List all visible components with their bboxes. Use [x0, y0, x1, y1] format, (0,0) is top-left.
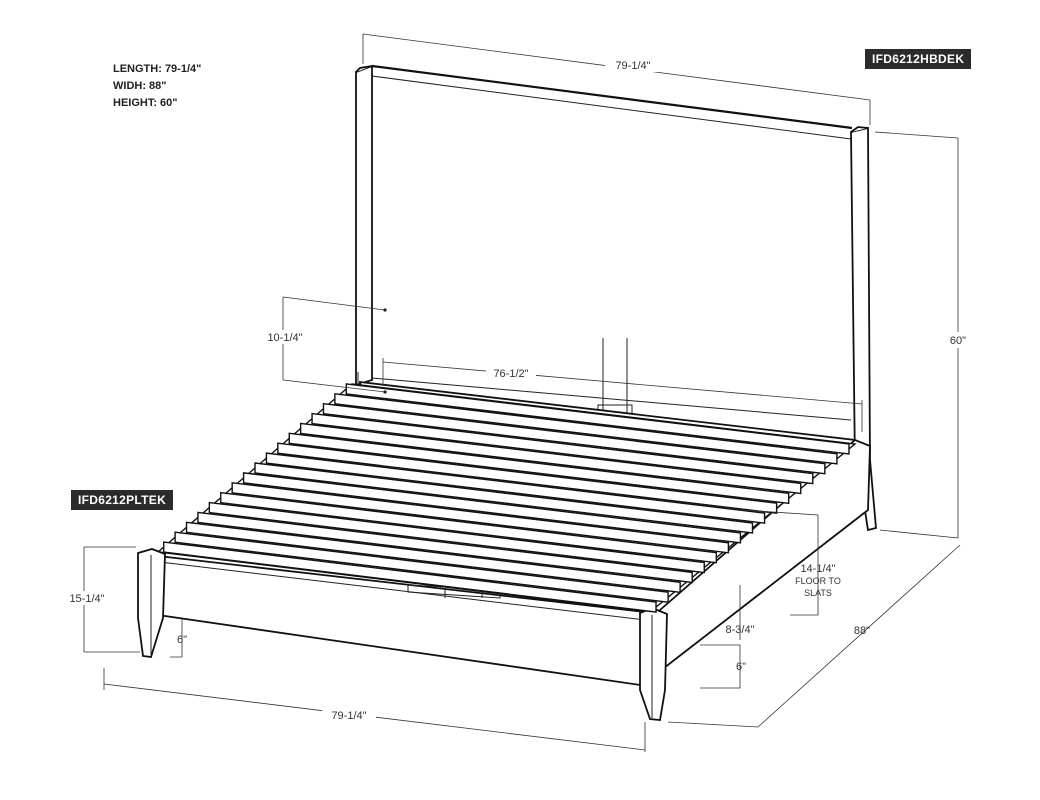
slat — [185, 521, 681, 594]
slat — [277, 442, 778, 515]
dim-depth: 88" — [854, 625, 870, 637]
dim-floor-to-slats: 14-1/4" — [800, 563, 835, 575]
headboard — [355, 64, 877, 532]
platform-model-tag: IFD6212PLTEK — [71, 490, 174, 510]
dim-rail-height: 15-1/4" — [69, 593, 104, 605]
dim-floor-to-note: FLOOR TO — [795, 576, 841, 586]
dim-leg-height-right: 6" — [736, 661, 746, 673]
slat — [220, 491, 718, 564]
dim-panel-gap: 10-1/4" — [267, 332, 302, 344]
headboard-model-tag: IFD6212HBDEK — [865, 49, 972, 69]
dim-bottom-width: 79-1/4" — [331, 710, 366, 722]
slat — [265, 452, 766, 524]
spec-length: LENGTH: 79-1/4" — [113, 63, 202, 75]
slat — [345, 383, 850, 455]
dimension-lines — [62, 33, 972, 752]
dim-total-height: 60" — [950, 335, 966, 347]
slat — [322, 402, 826, 475]
slat — [334, 393, 838, 465]
dim-top-width: 79-1/4" — [615, 60, 650, 72]
slat — [197, 511, 693, 584]
dim-slats-note: SLATS — [804, 588, 832, 598]
dim-inner-width: 76-1/2" — [493, 368, 528, 380]
slat — [163, 541, 657, 613]
dim-side-rail: 8-3/4" — [726, 624, 755, 636]
slat — [231, 481, 730, 554]
spec-width: WIDH: 88" — [113, 80, 167, 92]
slat — [254, 462, 754, 534]
spec-height: HEIGHT: 60" — [113, 97, 178, 109]
slat — [311, 412, 814, 485]
slat — [174, 531, 669, 603]
slat — [208, 501, 705, 574]
spec-summary: LENGTH: 79-1/4" WIDH: 88" HEIGHT: 60" — [113, 61, 201, 112]
slat — [288, 432, 790, 505]
slats — [163, 383, 850, 613]
slat — [242, 472, 742, 544]
dim-leg-height-left: 6" — [177, 634, 187, 646]
slat — [299, 422, 802, 495]
dimension-labels: 79-1/4" 60" 10-1/4" 76-1/2" 15-1/4" 6" 1… — [69, 60, 966, 722]
